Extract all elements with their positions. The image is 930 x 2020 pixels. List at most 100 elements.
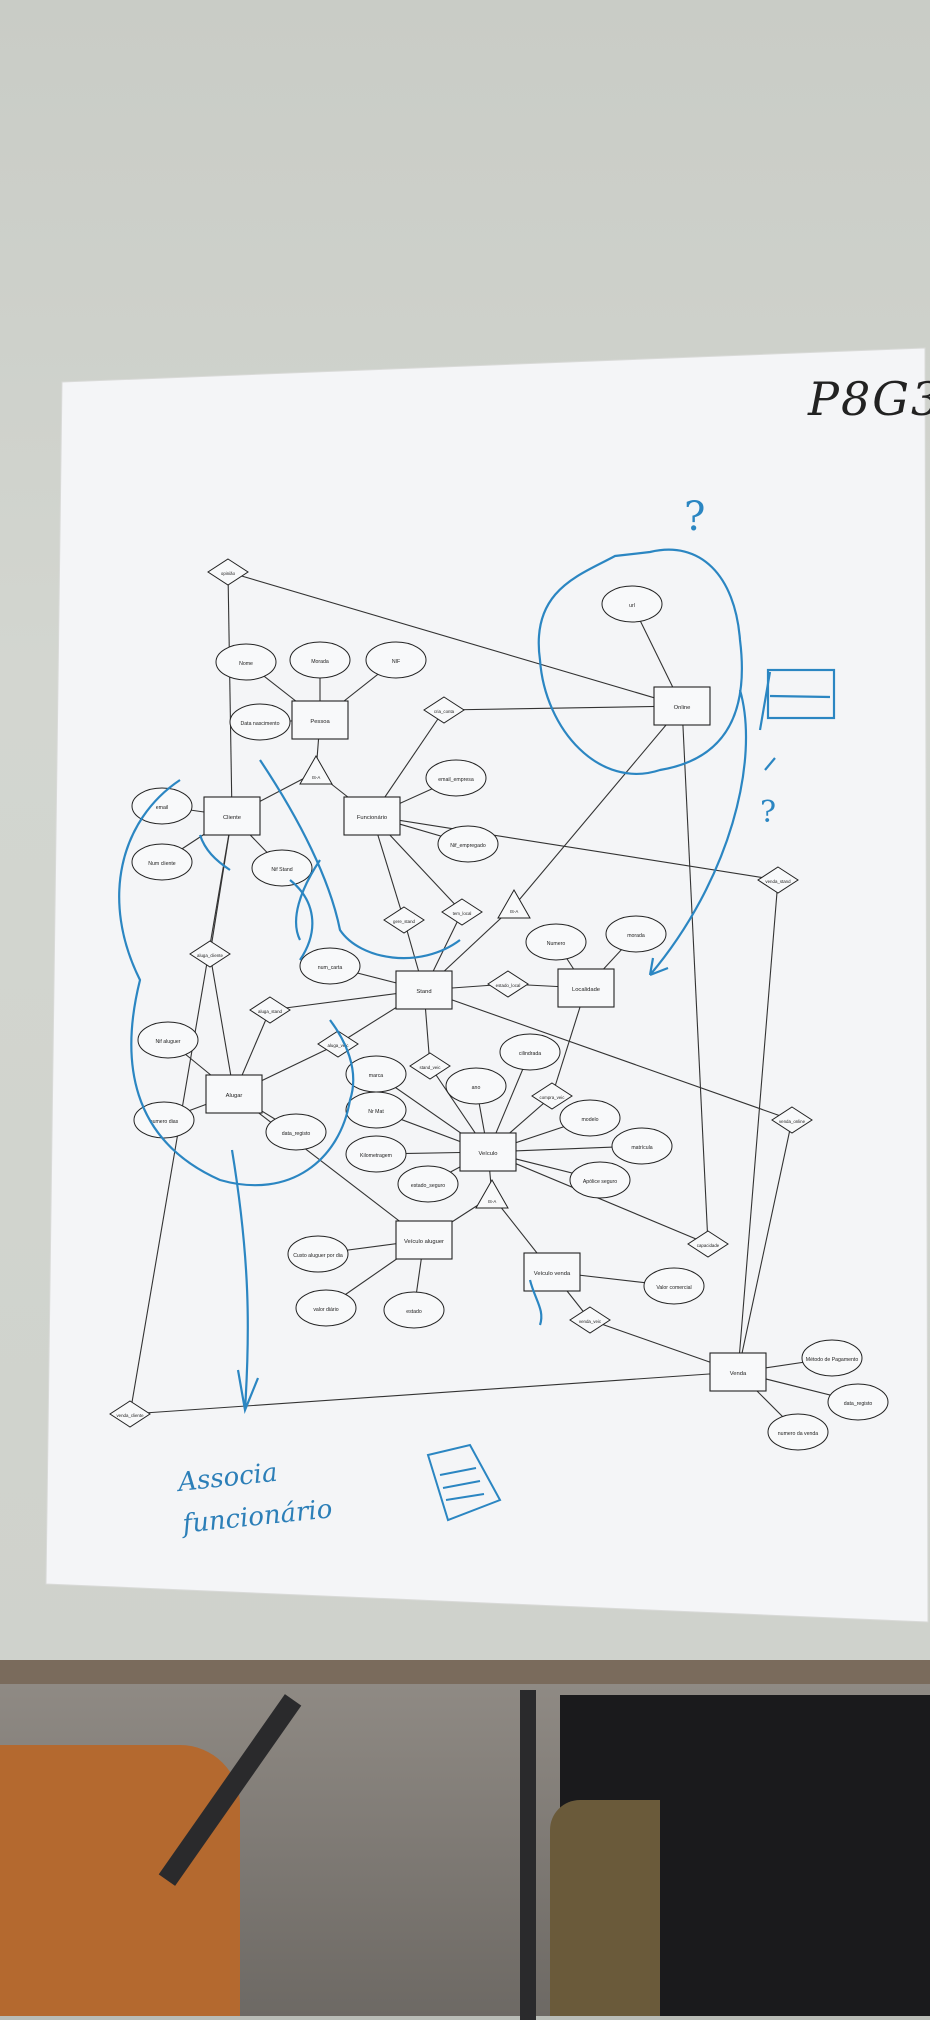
question-mark-2: ? xyxy=(760,795,776,830)
table-leg xyxy=(520,1690,536,2020)
edge-r_top-online xyxy=(227,571,683,707)
attribute-ano xyxy=(445,1067,507,1105)
online-scribble-loop xyxy=(537,548,743,775)
relationship-r_cap xyxy=(687,1230,729,1258)
attribute-label-numero_loc: Numero xyxy=(547,941,566,947)
relationship-label-r_aluga: aluga_cliente xyxy=(197,953,223,958)
relationship-label-r_cap: capacidade xyxy=(697,1243,720,1248)
attribute-apolice xyxy=(569,1161,631,1199)
relationship-r_local xyxy=(487,970,529,998)
relationship-label-r_venda_veic: venda_veic xyxy=(579,1319,602,1324)
entity-veiculo xyxy=(459,1132,517,1172)
scribble-ooi xyxy=(198,834,231,871)
relationship-r_venda_on xyxy=(771,1106,813,1134)
relationship-label-r_isa3: IS-A xyxy=(488,1199,497,1204)
attribute-nif_aluguer xyxy=(137,1021,199,1059)
notepad-doodle xyxy=(426,1443,502,1522)
relationship-r_isa3 xyxy=(475,1178,509,1209)
relationship-label-r_local: estado_local xyxy=(496,983,521,988)
edge-r_aluga-alugar xyxy=(209,953,235,1095)
small-box-line xyxy=(769,694,831,699)
entity-label-funcionario: Funcionário xyxy=(357,815,387,821)
attribute-label-num_venda: numero da venda xyxy=(778,1431,818,1437)
relationship-label-r_compra: compra_veic xyxy=(540,1095,566,1100)
brown-bag xyxy=(550,1800,660,2016)
edge-online-r_cap xyxy=(681,705,709,1245)
attribute-custo_dia xyxy=(287,1235,349,1273)
cliente-scribble-loop xyxy=(118,779,355,1187)
attribute-morada_p xyxy=(289,641,351,679)
entity-stand xyxy=(395,970,453,1010)
entity-label-veiculo_aluguer: Veículo aluguer xyxy=(404,1239,444,1245)
relationship-label-r_trab: gere_stand xyxy=(393,919,416,924)
scribble-mark xyxy=(295,859,321,941)
entity-cliente xyxy=(203,796,261,836)
attribute-label-nif_stand: Nif Stand xyxy=(271,867,292,873)
relationship-r_aluga xyxy=(189,940,231,968)
relationship-label-r_top: opinião xyxy=(221,571,236,576)
attribute-matricula2 xyxy=(611,1127,673,1165)
entity-label-venda: Venda xyxy=(730,1371,747,1377)
entity-pessoa xyxy=(291,700,349,740)
attribute-label-num_cliente: Num cliente xyxy=(148,861,176,867)
attribute-nif_empregado xyxy=(437,825,499,863)
entity-alugar xyxy=(205,1074,263,1114)
relationship-r_venda_cli xyxy=(109,1400,151,1428)
attribute-num_venda xyxy=(767,1413,829,1451)
attribute-label-numero_dias: numero dias xyxy=(150,1119,179,1125)
attribute-label-data_registo_a: data_registo xyxy=(282,1131,311,1137)
relationship-r_veic xyxy=(409,1052,451,1080)
entity-funcionario xyxy=(343,796,401,836)
attribute-data_registo_a xyxy=(265,1113,327,1151)
attribute-label-modelo: modelo xyxy=(581,1117,598,1123)
attribute-label-estado_v: estado xyxy=(406,1309,422,1315)
edge-funcionario-r_venda_st xyxy=(371,815,779,881)
attribute-estado xyxy=(397,1165,459,1203)
relationship-r_top xyxy=(207,558,249,586)
relationship-r_cli_onl xyxy=(423,696,465,724)
attribute-valor_diario xyxy=(295,1289,357,1327)
edge-r_venda_st-venda xyxy=(737,879,779,1373)
attribute-label-matricula: Nr Mat xyxy=(368,1109,384,1115)
attribute-numero_dias xyxy=(133,1101,195,1139)
attribute-label-data_registo_v: data_registo xyxy=(844,1401,873,1407)
desk-edge xyxy=(0,1660,930,1684)
attribute-cilindrada xyxy=(499,1033,561,1071)
relationship-label-r_venda_st: venda_stand xyxy=(765,879,791,884)
attribute-label-ano: ano xyxy=(472,1085,481,1091)
relationship-r_venda_veic xyxy=(569,1306,611,1334)
attribute-label-metodo: Método de Pagamento xyxy=(806,1357,859,1363)
attribute-num_carta xyxy=(299,947,361,985)
attribute-nif xyxy=(365,641,427,679)
relationship-label-r_alug_v: aluga_veic xyxy=(328,1043,350,1048)
relationship-label-r_veic: stand_veic xyxy=(420,1065,442,1070)
arrow-down-left xyxy=(230,1149,260,1414)
attribute-label-nif_empregado: Nif_empregado xyxy=(450,843,486,849)
attribute-label-morada_p: Morada xyxy=(311,659,329,665)
edge-r_venda_on-venda xyxy=(737,1119,793,1373)
scribble-arrow xyxy=(259,759,461,960)
entity-veiculo_venda xyxy=(523,1252,581,1292)
attribute-valor_comercial xyxy=(643,1267,705,1305)
attribute-data_registo_v xyxy=(827,1383,889,1421)
attribute-label-matricula2: matrícula xyxy=(631,1145,652,1151)
attribute-metodo xyxy=(801,1339,863,1377)
entity-label-online: Online xyxy=(674,705,691,711)
attribute-url xyxy=(601,585,663,623)
relationship-label-r_isa2: IS-A xyxy=(510,909,519,914)
attribute-morada_l xyxy=(605,915,667,953)
entity-label-localidade: Localidade xyxy=(572,987,600,993)
entity-label-cliente: Cliente xyxy=(223,815,241,821)
attribute-label-nif_aluguer: Nif aluguer xyxy=(155,1039,180,1045)
attribute-label-valor_diario: valor diário xyxy=(313,1307,338,1313)
attribute-label-email: email xyxy=(156,805,168,811)
attribute-numero_loc xyxy=(525,923,587,961)
attribute-email_empresa xyxy=(425,759,487,797)
attribute-nome xyxy=(215,643,277,681)
entity-localidade xyxy=(557,968,615,1008)
relationship-r_trab xyxy=(383,906,425,934)
relationship-label-r_cli_onl: cria_conta xyxy=(434,709,455,714)
attribute-modelo xyxy=(559,1099,621,1137)
